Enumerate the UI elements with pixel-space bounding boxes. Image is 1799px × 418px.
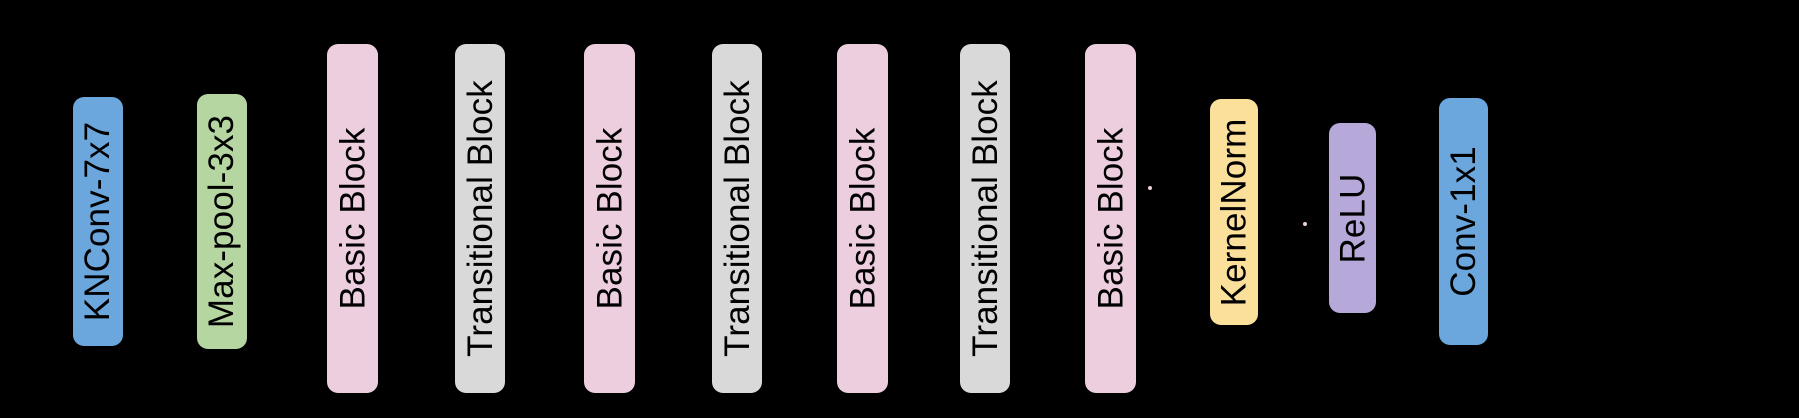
pipeline-block-label: Basic Block (843, 127, 882, 310)
pipeline-block-label: KernelNorm (1214, 118, 1254, 306)
pipeline-block[interactable]: Basic Block (584, 44, 635, 393)
pipeline-block[interactable]: Basic Block (1085, 44, 1136, 393)
pipeline-block-label: Basic Block (590, 127, 629, 310)
pipeline-block[interactable]: Basic Block (837, 44, 888, 393)
pipeline-block[interactable]: Basic Block (327, 44, 378, 393)
pipeline-block-label: Conv-1x1 (1444, 146, 1483, 297)
pipeline-block-label: Transitional Block (965, 80, 1005, 357)
stray-pixel-speck (1303, 222, 1307, 226)
pipeline-block[interactable]: ReLU (1329, 123, 1376, 313)
pipeline-block-label: Transitional Block (460, 80, 500, 357)
pipeline-block[interactable]: Transitional Block (455, 44, 505, 393)
pipeline-block-label: KNConv-7x7 (78, 121, 118, 322)
pipeline-block[interactable]: KNConv-7x7 (73, 97, 123, 346)
pipeline-block[interactable]: Transitional Block (712, 44, 762, 393)
pipeline-block[interactable]: Max-pool-3x3 (197, 94, 247, 349)
pipeline-block-label: Basic Block (333, 127, 372, 310)
pipeline-block[interactable]: Conv-1x1 (1439, 98, 1488, 345)
pipeline-block-label: Basic Block (1091, 127, 1130, 310)
pipeline-block[interactable]: Transitional Block (960, 44, 1010, 393)
pipeline-block-label: ReLU (1333, 173, 1373, 263)
pipeline-block-label: Transitional Block (717, 80, 757, 357)
pipeline-block[interactable]: KernelNorm (1210, 99, 1258, 325)
pipeline-block-label: Max-pool-3x3 (202, 114, 242, 329)
stray-pixel-speck (1148, 186, 1152, 190)
